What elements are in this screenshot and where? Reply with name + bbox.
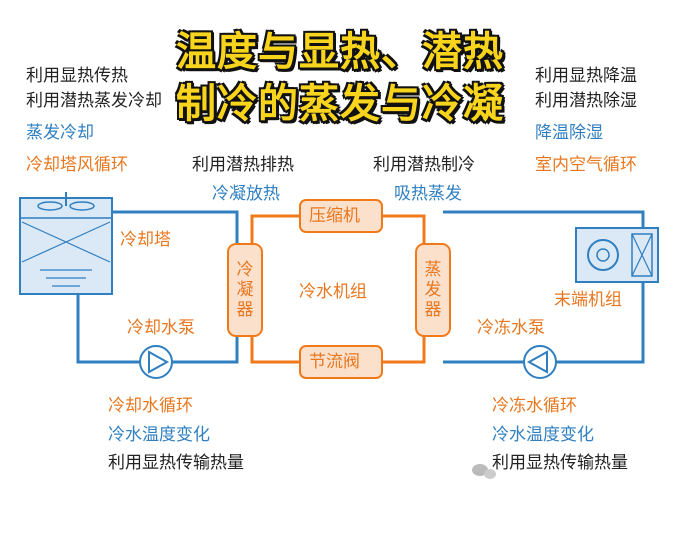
chilled-water-loop-label: 冷冻水循环 <box>492 396 577 416</box>
right-cooling-dehumid: 降温除湿 <box>535 123 603 143</box>
chiller-label: 冷水机组 <box>299 282 367 302</box>
latent-heat-cooling: 利用潜热制冷 <box>373 155 475 175</box>
left-tower-air-circulation: 冷却塔风循环 <box>26 155 128 175</box>
chilled-pump-icon <box>523 345 557 379</box>
condenser-box <box>227 243 263 337</box>
right-latent-dehumid: 利用潜热除湿 <box>535 91 637 111</box>
compressor-label: 压缩机 <box>309 206 360 226</box>
cooling-pump-icon <box>139 345 173 379</box>
cooling-tower-icon <box>19 192 113 295</box>
cooling-tower-label: 冷却塔 <box>120 230 171 250</box>
evaporator-label: 蒸发器 <box>424 260 442 320</box>
overlay-title-line1: 温度与显热、潜热 <box>176 29 504 75</box>
right-water-temp-change: 冷水温度变化 <box>492 425 594 445</box>
left-sensible-transport: 利用显热传输热量 <box>108 453 244 473</box>
condense-release-label: 冷凝放热 <box>212 184 280 204</box>
compressor-box <box>299 199 383 233</box>
right-indoor-air-circulation: 室内空气循环 <box>535 155 637 175</box>
absorb-evaporate-label: 吸热蒸发 <box>394 184 462 204</box>
chilled-pump-label: 冷冻水泵 <box>477 318 545 338</box>
left-evaporative-cooling: 蒸发冷却 <box>26 123 94 143</box>
fan-coil-icon <box>575 227 659 283</box>
left-sensible-transfer: 利用显热传热 <box>26 66 128 86</box>
throttle-valve-box <box>299 345 383 379</box>
right-sensible-cooling: 利用显热降温 <box>535 66 637 86</box>
left-latent-evaporative: 利用潜热蒸发冷却 <box>26 91 162 111</box>
watermark-icon <box>472 464 496 479</box>
cooling-pump-label: 冷却水泵 <box>127 318 195 338</box>
terminal-unit-label: 末端机组 <box>554 290 622 310</box>
condenser-label: 冷凝器 <box>236 260 254 320</box>
right-sensible-transport: 利用显热传输热量 <box>492 453 628 473</box>
latent-heat-rejection: 利用潜热排热 <box>192 155 294 175</box>
throttle-valve-label: 节流阀 <box>309 352 360 372</box>
left-water-temp-change: 冷水温度变化 <box>108 425 210 445</box>
overlay-title-line2: 制冷的蒸发与冷凝 <box>176 81 504 127</box>
cooling-water-loop-label: 冷却水循环 <box>108 396 193 416</box>
overlay-title: 温度与显热、潜热 制冷的蒸发与冷凝 <box>150 26 530 130</box>
cooling-water-pipe <box>76 210 239 364</box>
evaporator-box <box>415 243 451 337</box>
